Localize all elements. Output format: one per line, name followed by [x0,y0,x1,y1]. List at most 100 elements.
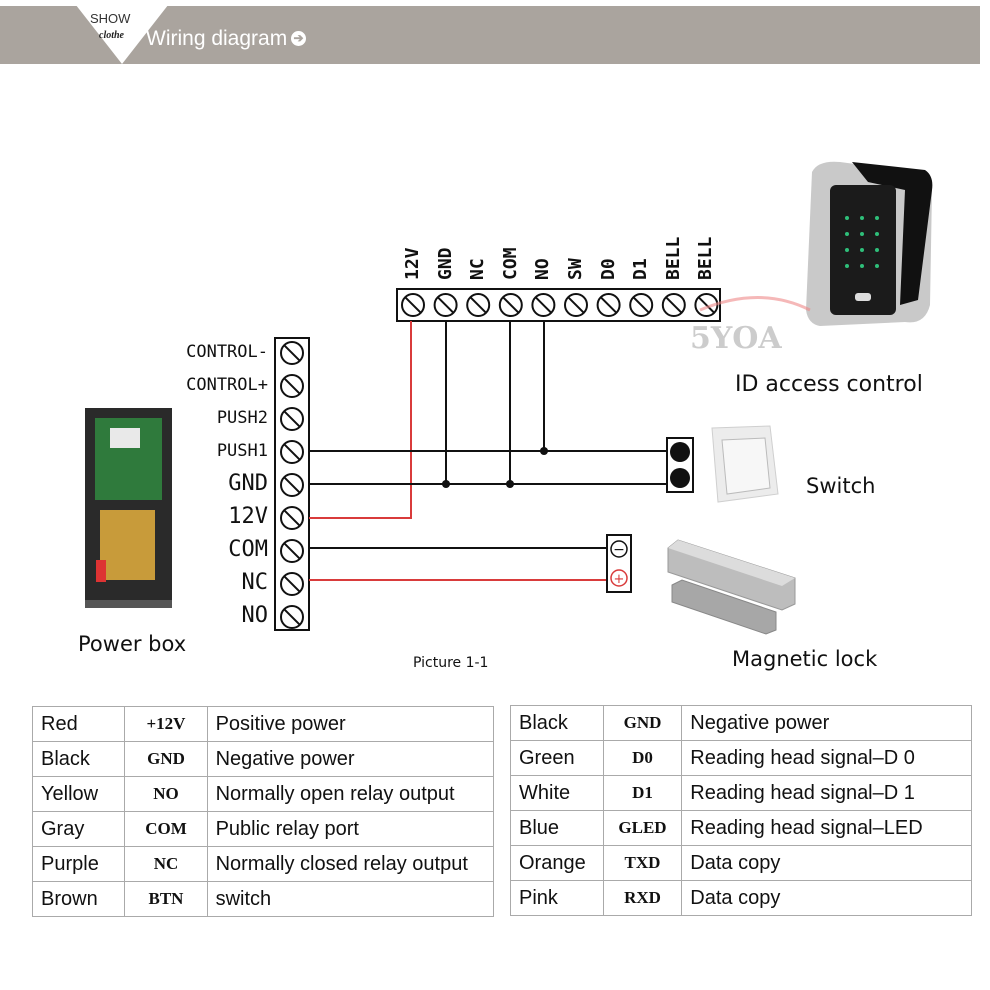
power-terminal-label: 12V [228,504,268,529]
switch-contact [670,442,690,462]
cell-color: White [510,775,604,811]
reader-terminal-label: NC [467,258,489,280]
cell-color: Orange [510,845,604,881]
lock-plus-contact [610,569,628,587]
cell-desc: Reading head signal–D 0 [681,740,972,776]
cell-code: BTN [124,881,208,917]
cell-code: D0 [602,740,683,776]
screw-slot [283,509,301,527]
cell-color: Yellow [31,776,126,812]
power-terminal-label: PUSH1 [216,441,268,461]
power-box-image [85,408,172,608]
cell-desc: Positive power [206,706,495,742]
screw-slot [283,410,301,428]
wall-switch-image [711,425,779,503]
screw-slot [283,542,301,560]
reader-terminal-label: GND [434,247,456,280]
cell-desc: Normally open relay output [206,776,495,812]
cell-desc: switch [206,881,495,917]
cell-code: TXD [602,845,683,881]
junction-dot [506,480,514,488]
banner-show-text: SHOW [90,11,131,26]
banner-title: Wiring diagram [146,27,288,50]
junction-dot [442,480,450,488]
reader-terminal-label: BELL [662,236,684,280]
cell-code: GLED [602,810,683,846]
lock-minus-contact [610,540,628,558]
switch-contact [670,468,690,488]
cell-desc: Reading head signal–LED [681,810,972,846]
screw-slot [283,443,301,461]
cell-code: NO [124,776,208,812]
id-access-caption: ID access control [735,372,923,397]
magnetic-lock-image [667,539,796,635]
screw-slot [665,296,683,314]
screw-slot [404,296,422,314]
cell-desc: Data copy [681,845,972,881]
power-terminal-label: NC [241,570,269,595]
magnetic-lock-caption: Magnetic lock [732,647,878,671]
watermark-text: 5YOA [690,321,782,356]
cell-code: D1 [602,775,683,811]
screw-slot [283,344,301,362]
power-terminal-label: GND [228,471,268,496]
cell-code: RXD [602,880,683,916]
screw-slot [697,296,715,314]
junction-dot [540,447,548,455]
screw-slot [283,575,301,593]
screw-slot [502,296,520,314]
picture-caption: Picture 1-1 [413,655,489,671]
cell-color: Pink [510,880,604,916]
cell-desc: Reading head signal–D 1 [681,775,972,811]
cell-desc: Public relay port [206,811,495,847]
screw-slot [469,296,487,314]
reader-terminal-label: COM [499,247,521,280]
cell-color: Brown [31,881,126,917]
reader-terminal-label: D0 [597,258,619,280]
power-box-caption: Power box [78,632,187,656]
power-terminal-label: NO [241,603,269,628]
plus-icon: + [614,572,625,587]
banner-notch [72,0,172,64]
screw-slot [283,476,301,494]
cell-color: Gray [31,811,126,847]
cell-color: Black [510,705,604,741]
cell-code: NC [124,846,208,882]
wire-12v-red [309,321,412,519]
cell-desc: Negative power [206,741,495,777]
screw-slot [283,608,301,626]
power-terminal-label: PUSH2 [216,408,268,428]
minus-icon: − [613,542,625,558]
keypad-device-image [806,161,933,326]
cell-color: Black [31,741,126,777]
watermark-arc [699,296,811,312]
reader-terminal-label: SW [565,258,586,280]
cell-desc: Normally closed relay output [206,846,495,882]
cell-code: COM [124,811,208,847]
banner-clothe-text: clothe [99,30,124,41]
screw-slot [283,377,301,395]
cell-desc: Negative power [681,705,972,741]
power-terminal-label: CONTROL- [186,342,268,362]
cell-code: GND [602,705,683,741]
cell-color: Purple [31,846,126,882]
cell-desc: Data copy [681,880,972,916]
screw-slot [534,296,552,314]
power-terminal-label: COM [228,537,268,562]
cell-color: Green [510,740,604,776]
